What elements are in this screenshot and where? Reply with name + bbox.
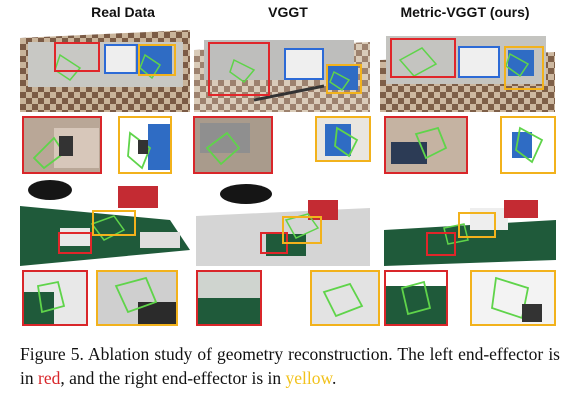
- row2-metric-right-crop: [470, 270, 556, 326]
- row2-metric-right-effector-box: [458, 212, 496, 238]
- row2-real-left-crop: [22, 270, 88, 326]
- row2-vggt-right-effector-box: [282, 216, 322, 244]
- row2-real-right-effector-box: [92, 210, 136, 236]
- caption-yellow-word: yellow: [285, 368, 333, 388]
- row1-vggt-scene-box: [284, 48, 324, 80]
- row1-real-left-effector-box: [54, 42, 100, 72]
- row1-vggt-right-effector-box: [326, 64, 362, 94]
- row2-vggt-overview: [196, 180, 370, 266]
- row1-real-overview: [20, 20, 190, 112]
- row1-metric-overview: [380, 20, 555, 112]
- figure-caption: Figure 5. Ablation study of geometry rec…: [20, 342, 560, 390]
- row1-real-right-effector-box: [138, 44, 176, 76]
- row1-metric-left-effector-box: [390, 38, 456, 78]
- row1-metric-scene-box: [458, 46, 500, 78]
- row2-metric-left-crop: [384, 270, 448, 326]
- row1-vggt-overview: [194, 20, 370, 112]
- row1-real-right-crop: [118, 116, 172, 174]
- column-title-vggt: VGGT: [268, 4, 308, 20]
- row1-metric-right-effector-box: [504, 46, 544, 90]
- column-title-real-data: Real Data: [91, 4, 155, 20]
- row1-vggt-left-crop: [193, 116, 273, 174]
- caption-red-word: red: [38, 368, 61, 388]
- row1-vggt-right-crop: [315, 116, 371, 162]
- row2-metric-left-effector-box: [426, 232, 456, 256]
- row1-real-left-crop: [22, 116, 102, 174]
- row2-real-overview: [20, 180, 190, 266]
- row1-real-scene-box: [104, 44, 138, 74]
- row1-vggt-left-effector-box: [208, 42, 270, 96]
- caption-prefix: Figure 5. Ablation study of geometry rec…: [20, 344, 560, 388]
- caption-suffix: .: [332, 368, 337, 388]
- row2-metric-overview: [384, 180, 556, 266]
- row2-vggt-right-crop: [310, 270, 380, 326]
- row2-real-right-crop: [96, 270, 178, 326]
- caption-middle: , and the right end-effector is in: [60, 368, 286, 388]
- row1-metric-right-crop: [500, 116, 556, 174]
- row1-metric-left-crop: [384, 116, 468, 174]
- column-title-metric-vggt: Metric-VGGT (ours): [400, 4, 530, 20]
- row2-vggt-left-crop: [196, 270, 262, 326]
- row2-real-left-effector-box: [58, 232, 92, 254]
